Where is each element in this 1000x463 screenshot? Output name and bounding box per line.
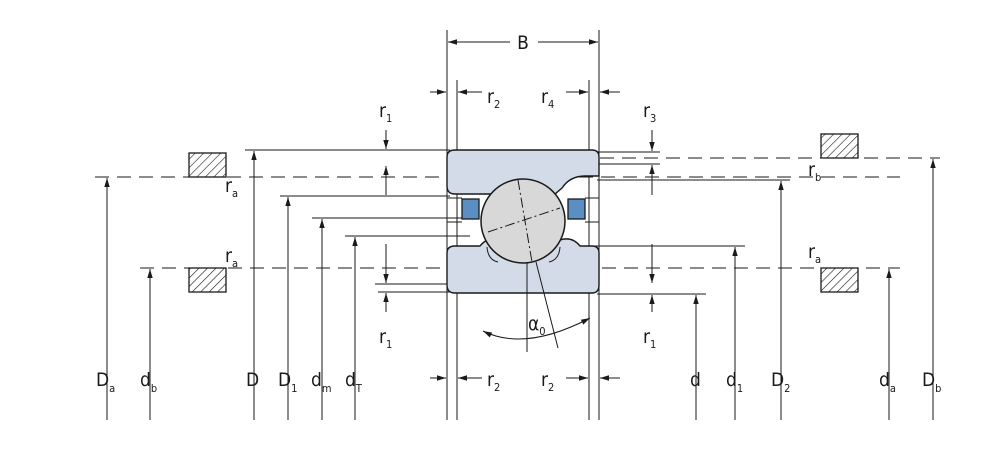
bearing-section: [446, 149, 600, 294]
r2-top-label: r2: [487, 86, 500, 111]
cage-right: [567, 198, 586, 220]
label-d1: d1: [726, 369, 743, 395]
r1-bottom-right-label: r1: [643, 326, 656, 351]
width-label-B: B: [517, 32, 529, 54]
ball: [480, 178, 566, 264]
label-da: da: [879, 369, 896, 395]
shaft-shoulder-left: [188, 267, 227, 293]
contact-angle-construction: [482, 261, 591, 352]
abutment-blocks: [188, 133, 859, 293]
shaft-shoulder-right: [820, 267, 859, 293]
diameter-arrows: [104, 151, 936, 420]
ra-right-label: ra: [808, 241, 821, 266]
cage-left: [461, 198, 480, 220]
label-db: db: [140, 369, 157, 395]
r4-top-label: r4: [541, 86, 554, 111]
label-D: D: [246, 369, 259, 391]
label-Da: Da: [96, 369, 115, 395]
housing-shoulder-right: [820, 133, 859, 159]
r3-top-label: r3: [643, 100, 656, 125]
r1-bottom-left-label: r1: [379, 326, 392, 351]
r1-top-label: r1: [379, 100, 392, 125]
label-Db: Db: [922, 369, 941, 395]
outer-ring: [446, 149, 600, 195]
label-D2: D2: [771, 369, 790, 395]
label-D1: D1: [278, 369, 297, 395]
label-dm: dm: [311, 369, 332, 395]
contact-angle-label: α0: [528, 313, 546, 338]
rb-right-label: rb: [808, 159, 821, 184]
label-d: d: [690, 369, 701, 391]
housing-shoulder-left: [188, 152, 227, 178]
ra-left-bottom-label: ra: [225, 245, 238, 270]
r2-bottom-right-label: r2: [541, 369, 554, 394]
label-dT: dT: [345, 369, 363, 395]
chamfer-arrows: [383, 89, 655, 381]
ra-left-top-label: ra: [225, 175, 238, 200]
r2-bottom-left-label: r2: [487, 369, 500, 394]
